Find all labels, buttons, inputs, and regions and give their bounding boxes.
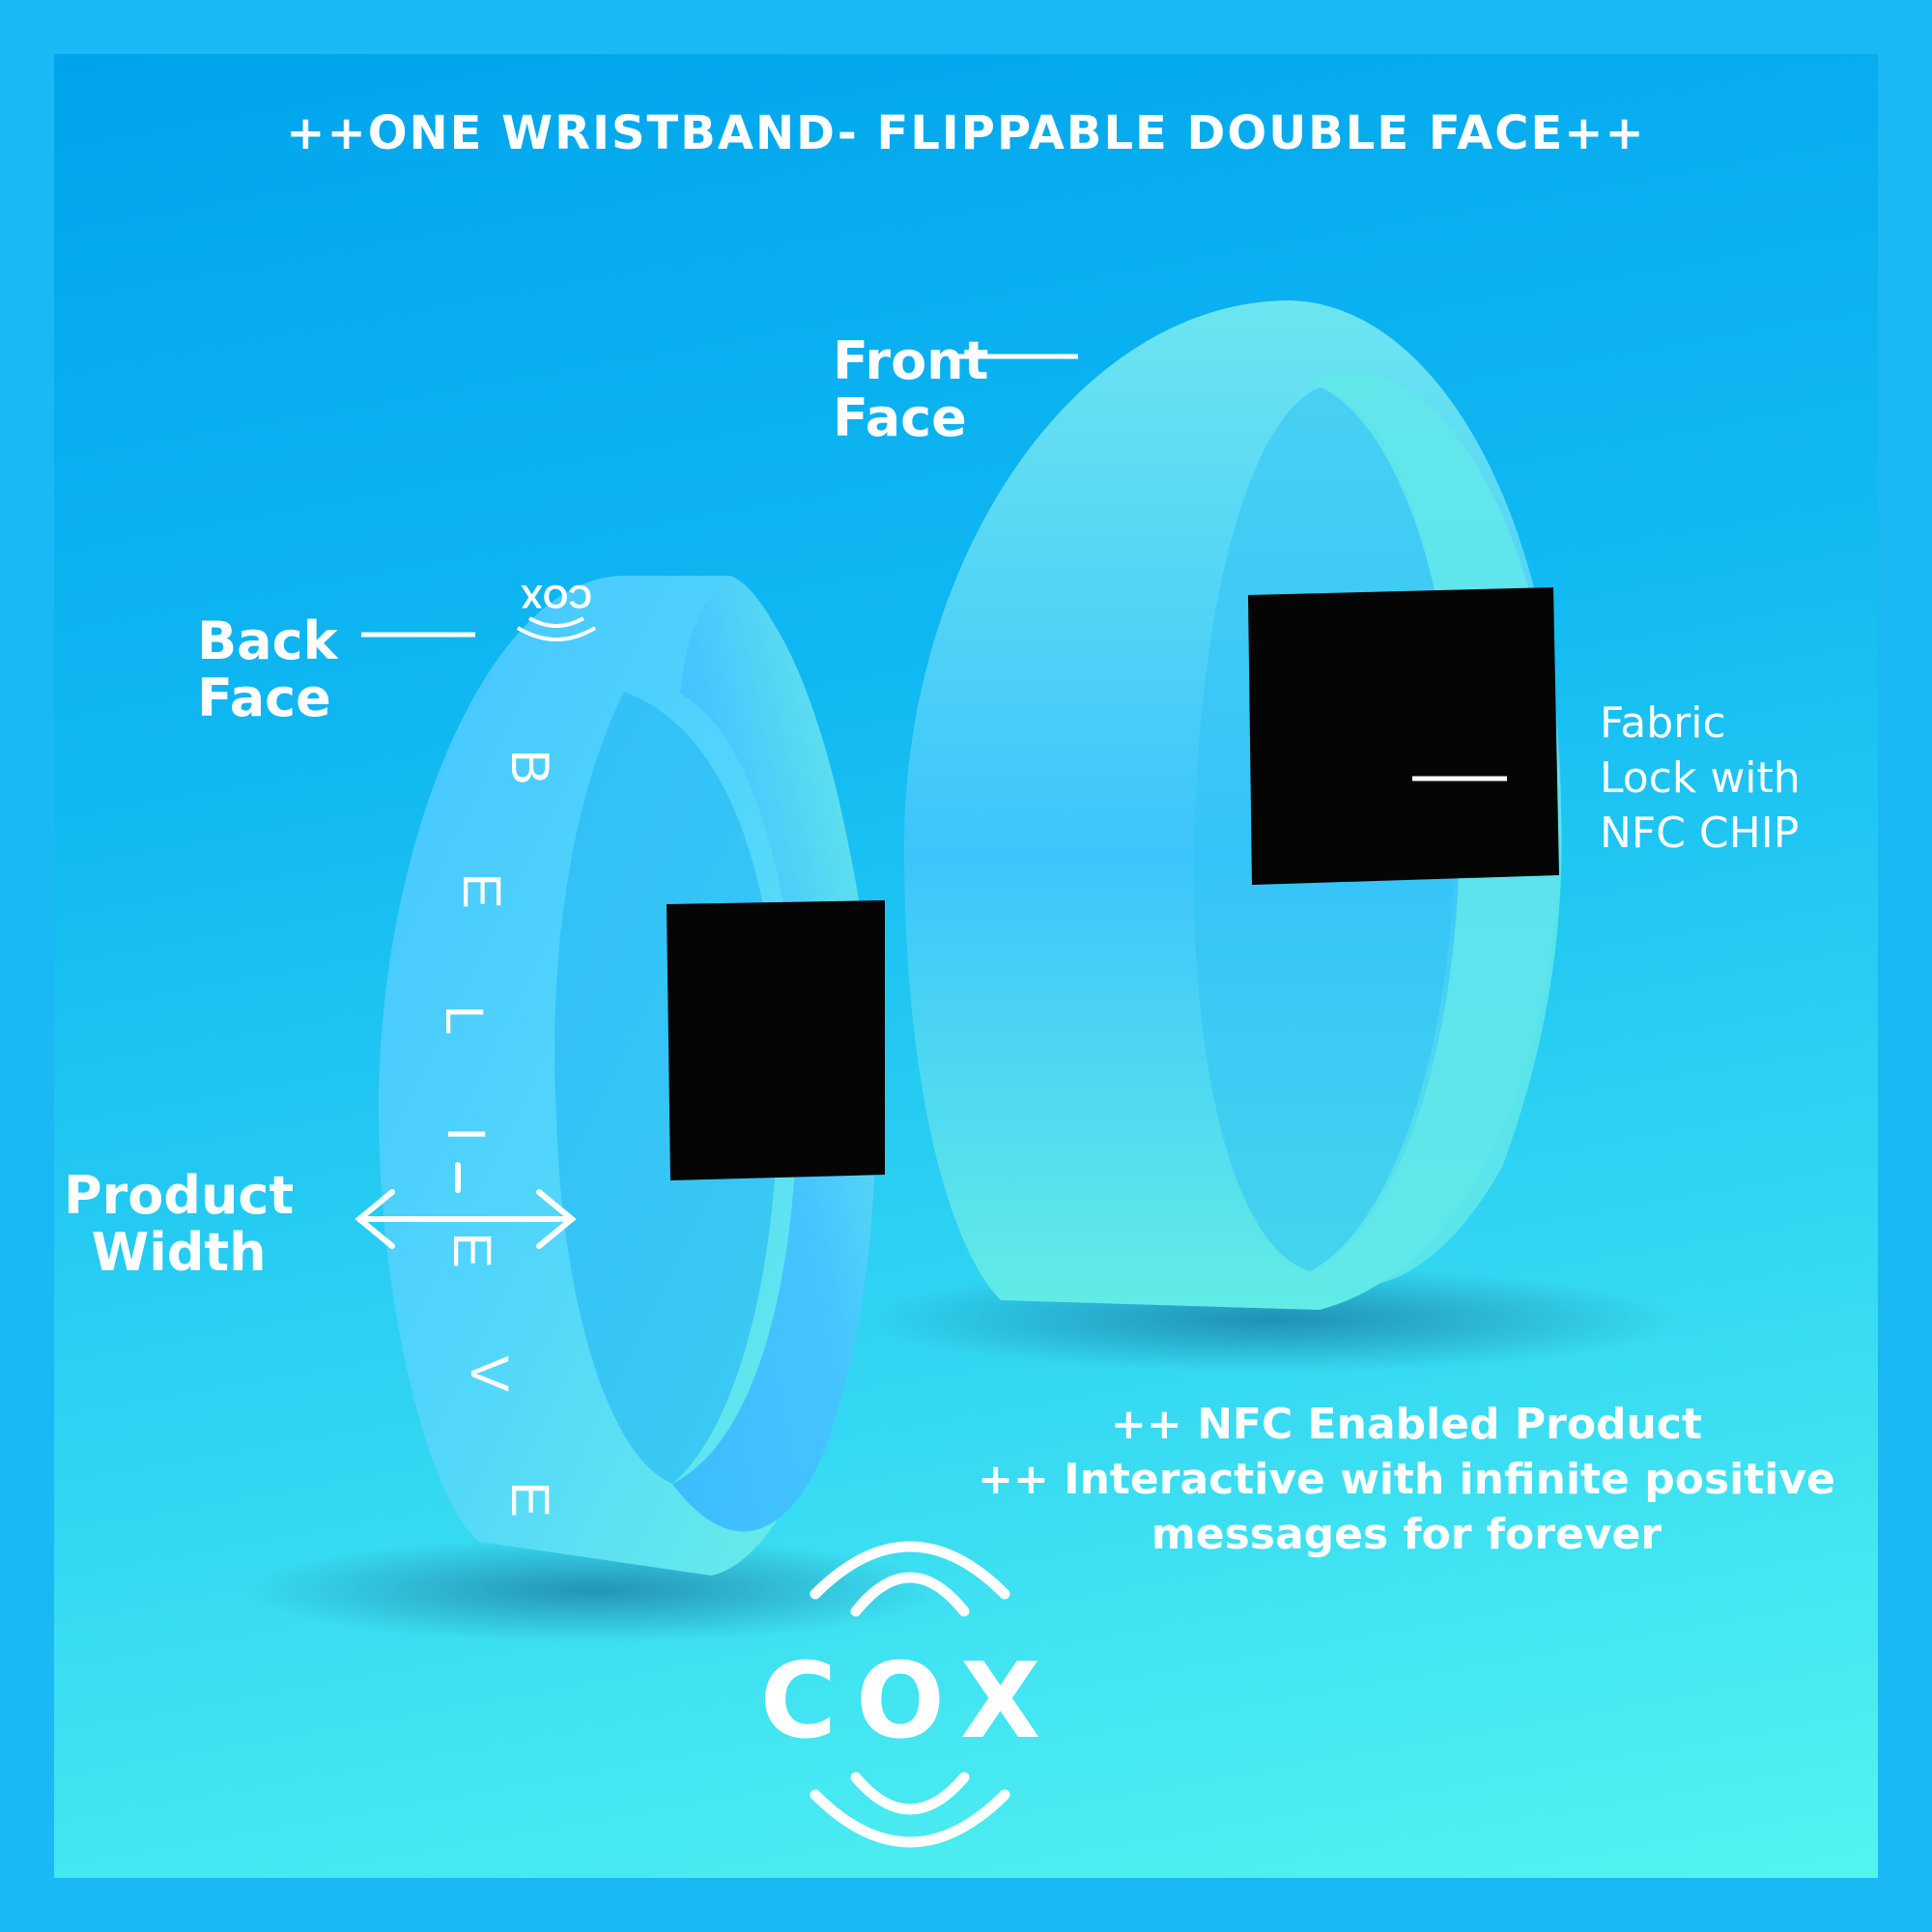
- fabric-lock-label-line: Fabric: [1600, 698, 1726, 748]
- headline: ++ONE WRISTBAND- FLIPPABLE DOUBLE FACE++: [286, 106, 1646, 160]
- product-width-label: Product Width: [64, 1167, 294, 1282]
- believe-letter: E: [452, 872, 513, 908]
- fabric-lock-label-line: Lock with: [1600, 753, 1801, 804]
- poster-canvas: COX B E L I E V E: [54, 54, 1878, 1878]
- believe-letter: L: [435, 1005, 496, 1035]
- back-face-label: Back Face: [197, 612, 338, 727]
- cox-logo: COX: [760, 1541, 1061, 1848]
- believe-letter: E: [442, 1232, 503, 1267]
- promo-text: ++ NFC Enabled Product ++ Interactive wi…: [923, 1397, 1878, 1563]
- back-nfc-lock: [667, 900, 885, 1180]
- back-face-label-line: Face: [197, 668, 331, 729]
- believe-letter: B: [500, 749, 561, 784]
- promo-line: messages for forever: [1151, 1510, 1662, 1560]
- back-face-label-line: Back: [197, 611, 338, 671]
- front-face-label-line: Front: [833, 330, 989, 391]
- fabric-lock-label-line: NFC CHIP: [1600, 809, 1800, 859]
- product-width-label-line: Product: [64, 1165, 295, 1226]
- back-face-wristband: COX B E L I E V E: [379, 576, 885, 1576]
- back-band-shadow: [247, 1537, 943, 1643]
- believe-letter: I: [437, 1126, 497, 1142]
- front-face-label-line: Face: [833, 387, 967, 449]
- front-nfc-lock: [1248, 587, 1559, 885]
- cox-logo-text: COX: [760, 1641, 1061, 1762]
- front-face-label: Front Face: [833, 332, 988, 447]
- fabric-lock-label: Fabric Lock with NFC CHIP: [1600, 696, 1801, 862]
- believe-letter: V: [460, 1355, 521, 1392]
- promo-line: ++ Interactive with infinite positive: [978, 1455, 1835, 1505]
- wristband-illustration: COX B E L I E V E: [247, 300, 1677, 1848]
- product-width-arrow: [355, 1162, 577, 1249]
- believe-print: B E L I E V E: [435, 749, 561, 1517]
- front-face-wristband: [904, 300, 1562, 1310]
- band-mini-logo: COX: [516, 578, 597, 641]
- believe-letter: E: [500, 1481, 561, 1517]
- band-mini-logo-text: COX: [521, 578, 592, 614]
- product-width-label-line: Width: [91, 1222, 267, 1284]
- promo-line: ++ NFC Enabled Product: [1111, 1400, 1702, 1449]
